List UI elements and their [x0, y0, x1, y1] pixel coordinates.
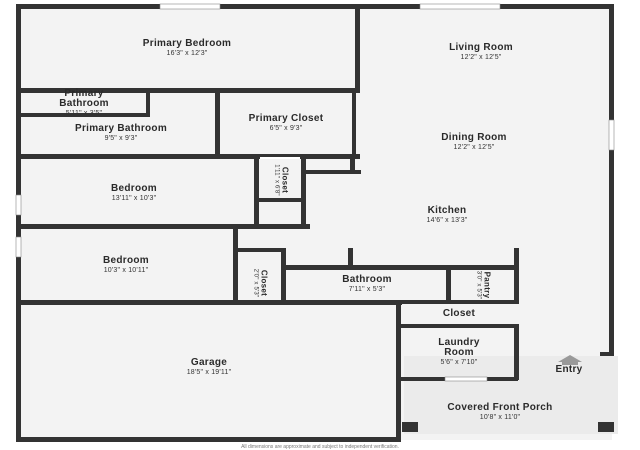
window-bed2 — [15, 236, 22, 258]
label-closet-1: Closet 1'11" x 6'8" — [273, 164, 290, 196]
room-name: Pantry — [482, 271, 492, 299]
label-primary-bathroom: Primary Bathroom 9'5" x 9'3" — [74, 123, 168, 143]
room-dims: 5'11" x 3'5" — [65, 110, 103, 117]
wall-closet1-right — [301, 157, 306, 227]
room-dims: 10'3" x 10'11" — [103, 267, 149, 274]
room-dims: 16'3" x 12'3" — [166, 50, 208, 57]
wall-kitchen-top — [301, 170, 361, 174]
room-dims: 12'2" x 12'5" — [453, 144, 495, 151]
room-dims: 7'11" x 5'3" — [348, 286, 386, 293]
wall-bath-nub — [348, 248, 353, 268]
label-garage: Garage 18'5" x 19'11" — [186, 357, 232, 377]
wall-kitchen-nub — [350, 157, 355, 173]
wall-mbr-bottom — [20, 88, 360, 93]
porch-post-right — [598, 422, 614, 432]
label-primary-bathroom-small: Primary Bathroom 5'11" x 3'5" — [39, 88, 129, 118]
wall-bath-bottom — [20, 154, 360, 159]
window-bed1 — [15, 194, 22, 216]
label-primary-bedroom: Primary Bedroom 16'3" x 12'3" — [142, 38, 232, 58]
wall-bed1-bottom — [20, 224, 310, 229]
disclaimer: All dimensions are approximate and subje… — [241, 444, 399, 450]
porch-post-left — [402, 422, 418, 432]
room-dims: 14'6" x 13'3" — [426, 217, 468, 224]
entry-arrow-icon — [558, 355, 582, 362]
room-dims: 2'0" x 5'3" — [252, 268, 259, 298]
room-name: Living Room — [449, 42, 513, 53]
wall-pantry-left — [446, 265, 451, 303]
label-entry: Entry — [555, 365, 582, 375]
room-dims: 5'6" x 7'10" — [440, 359, 478, 366]
label-laundry-room: Laundry Room 5'6" x 7'10" — [429, 337, 489, 367]
wall-bath-small-side — [146, 91, 150, 117]
room-name: Closet — [259, 269, 269, 297]
wall-garage-right — [396, 300, 401, 442]
wall-bath-top — [285, 265, 515, 270]
wall-closet-left — [215, 91, 220, 157]
room-dims: 9'5" x 9'3" — [104, 135, 138, 142]
room-name: Entry — [555, 364, 583, 375]
label-kitchen: Kitchen 14'6" x 13'3" — [426, 205, 468, 225]
room-name: Primary Bathroom — [59, 88, 109, 109]
room-dims: 10'8" x 11'0" — [479, 414, 521, 421]
wall-entry — [600, 352, 614, 356]
room-dims: 1'11" x 6'8" — [273, 164, 280, 196]
room-name: Bathroom — [342, 274, 392, 285]
room-name: Laundry Room — [438, 337, 480, 358]
room-dims: 6'5" x 9'3" — [269, 125, 303, 132]
room-name: Garage — [190, 357, 228, 368]
door-opening — [260, 157, 300, 159]
window-dining — [608, 119, 615, 151]
wall-garage-top — [20, 300, 402, 305]
wall-closet2-top — [233, 248, 285, 252]
room-name: Primary Closet — [248, 113, 324, 124]
room-name: Primary Bathroom — [74, 123, 168, 134]
wall-pantry-right — [514, 248, 519, 304]
room-dims: 13'11" x 10'3" — [111, 195, 157, 202]
room-dims: 3'0" x 5'3" — [475, 270, 482, 300]
wall-bed1-right — [254, 157, 259, 227]
wall-laundry-top — [400, 324, 518, 328]
entry-arrow-base — [562, 362, 578, 365]
window-laundry — [444, 376, 488, 382]
label-pantry: Pantry 3'0" x 5'3" — [475, 270, 492, 300]
room-name: Closet — [280, 166, 290, 194]
window-mbr — [159, 3, 221, 10]
wall-bed2-right — [233, 227, 238, 303]
room-name: Closet — [442, 308, 476, 319]
room-name: Bedroom — [111, 183, 157, 194]
room-name: Bedroom — [103, 255, 149, 266]
room-dims: 18'5" x 19'11" — [186, 369, 232, 376]
label-living-room: Living Room 12'2" x 12'5" — [449, 42, 513, 62]
room-name: Covered Front Porch — [447, 402, 553, 413]
label-closet-3: Closet — [443, 309, 475, 319]
wall-bath-small — [20, 113, 150, 117]
room-name: Primary Bedroom — [142, 38, 232, 49]
room-name: Kitchen — [427, 205, 467, 216]
wall-closet3-top — [396, 300, 518, 304]
label-bathroom: Bathroom 7'11" x 5'3" — [342, 274, 392, 294]
wall-left — [16, 4, 21, 442]
wall-closet-right — [352, 91, 356, 157]
label-bedroom-2: Bedroom 10'3" x 10'11" — [103, 255, 149, 275]
wall-closet2-right — [281, 248, 286, 304]
wall-top — [16, 4, 614, 9]
label-dining-room: Dining Room 12'2" x 12'5" — [441, 132, 507, 152]
label-closet-2: Closet 2'0" x 5'3" — [252, 268, 269, 298]
wall-bottom-garage — [16, 437, 400, 442]
room-dims: 12'2" x 12'5" — [460, 54, 502, 61]
wall-closet1-bottom — [256, 198, 306, 202]
label-bedroom-1: Bedroom 13'11" x 10'3" — [111, 183, 157, 203]
wall-mbr-living — [355, 6, 360, 90]
label-primary-closet: Primary Closet 6'5" x 9'3" — [248, 113, 324, 133]
wall-right — [609, 4, 614, 354]
room-name: Dining Room — [441, 132, 507, 143]
porch-area — [404, 356, 618, 434]
label-covered-front-porch: Covered Front Porch 10'8" x 11'0" — [447, 402, 553, 422]
wall-laundry-right — [514, 324, 519, 380]
window-living — [419, 3, 501, 10]
